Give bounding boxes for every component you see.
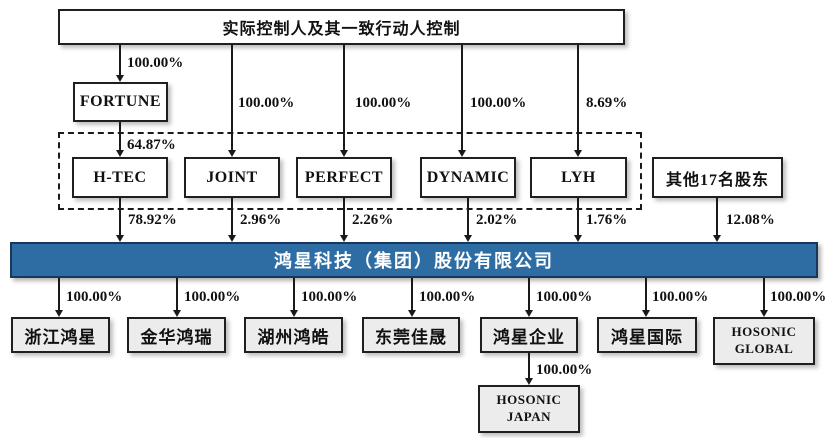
arrow-down-icon: [760, 310, 768, 317]
arrow-down-icon: [116, 150, 124, 157]
node-hosonic-global-box: HOSONIC GLOBAL: [713, 317, 815, 365]
node-fortune-box: FORTUNE: [73, 82, 168, 122]
arrow-down-icon: [574, 235, 582, 242]
arrow-down-icon: [340, 235, 348, 242]
connector-line: [58, 278, 60, 310]
arrow-down-icon: [408, 310, 416, 317]
node-hosonic-japan-box: HOSONIC JAPAN: [478, 385, 580, 433]
connector-line: [119, 45, 121, 75]
ownership-pct-label: 78.92%: [128, 212, 177, 228]
ownership-pct-label: 2.96%: [240, 212, 282, 228]
ownership-pct-label: 100.00%: [652, 289, 709, 305]
node-joint-box: JOINT: [184, 157, 280, 198]
connector-line: [231, 45, 233, 150]
connector-line: [467, 198, 469, 235]
node-controller-box: 实际控制人及其一致行动人控制: [58, 9, 625, 45]
ownership-pct-label: 12.08%: [726, 212, 775, 228]
ownership-pct-label: 100.00%: [66, 289, 123, 305]
connector-line: [231, 198, 233, 235]
arrow-down-icon: [458, 150, 466, 157]
arrow-down-icon: [55, 310, 63, 317]
node-lyh-box: LYH: [530, 157, 627, 198]
connector-line: [293, 278, 295, 310]
ownership-pct-label: 100.00%: [419, 289, 476, 305]
node-htec-box: H-TEC: [72, 157, 168, 198]
ownership-pct-label: 100.00%: [184, 289, 241, 305]
node-zhejiang-box: 浙江鸿星: [11, 317, 110, 353]
ownership-pct-label: 2.02%: [476, 212, 518, 228]
ownership-pct-label: 100.00%: [355, 95, 412, 111]
connector-line: [577, 198, 579, 235]
arrow-down-icon: [574, 150, 582, 157]
arrow-down-icon: [642, 310, 650, 317]
connector-line: [411, 278, 413, 310]
ownership-pct-label: 100.00%: [238, 95, 295, 111]
ownership-pct-label: 8.69%: [586, 95, 628, 111]
connector-line: [716, 198, 718, 235]
arrow-down-icon: [340, 150, 348, 157]
connector-line: [528, 278, 530, 310]
ownership-pct-label: 100.00%: [536, 289, 593, 305]
node-dynamic-box: DYNAMIC: [420, 157, 516, 198]
connector-line: [176, 278, 178, 310]
arrow-down-icon: [228, 235, 236, 242]
arrow-down-icon: [525, 378, 533, 385]
arrow-down-icon: [464, 235, 472, 242]
concert-group-dashed-outline: [58, 132, 642, 210]
ownership-pct-label: 100.00%: [536, 362, 593, 378]
ownership-pct-label: 1.76%: [586, 212, 628, 228]
connector-line: [577, 45, 579, 150]
company-bar: 鸿星科技（集团）股份有限公司: [10, 242, 818, 278]
connector-line: [645, 278, 647, 310]
node-international-box: 鸿星国际: [597, 317, 697, 353]
connector-line: [763, 278, 765, 310]
ownership-pct-label: 2.26%: [352, 212, 394, 228]
connector-line: [119, 122, 121, 150]
connector-line: [343, 45, 345, 150]
connector-line: [528, 353, 530, 378]
connector-line: [119, 198, 121, 235]
node-perfect-box: PERFECT: [296, 157, 392, 198]
node-dongguan-box: 东莞佳晟: [362, 317, 460, 353]
arrow-down-icon: [290, 310, 298, 317]
node-enterprise-box: 鸿星企业: [480, 317, 578, 353]
connector-line: [343, 198, 345, 235]
node-other-shareholders-box: 其他17名股东: [652, 157, 783, 198]
ownership-pct-label: 100.00%: [127, 55, 184, 71]
ownership-pct-label: 100.00%: [470, 95, 527, 111]
node-huzhou-box: 湖州鸿皓: [244, 317, 343, 353]
ownership-pct-label: 64.87%: [127, 137, 176, 153]
arrow-down-icon: [116, 235, 124, 242]
arrow-down-icon: [525, 310, 533, 317]
arrow-down-icon: [713, 235, 721, 242]
arrow-down-icon: [116, 75, 124, 82]
ownership-pct-label: 100.00%: [301, 289, 358, 305]
connector-line: [461, 45, 463, 150]
node-jinhua-box: 金华鸿瑞: [127, 317, 226, 353]
ownership-pct-label: 100.00%: [770, 289, 827, 305]
arrow-down-icon: [228, 150, 236, 157]
arrow-down-icon: [173, 310, 181, 317]
